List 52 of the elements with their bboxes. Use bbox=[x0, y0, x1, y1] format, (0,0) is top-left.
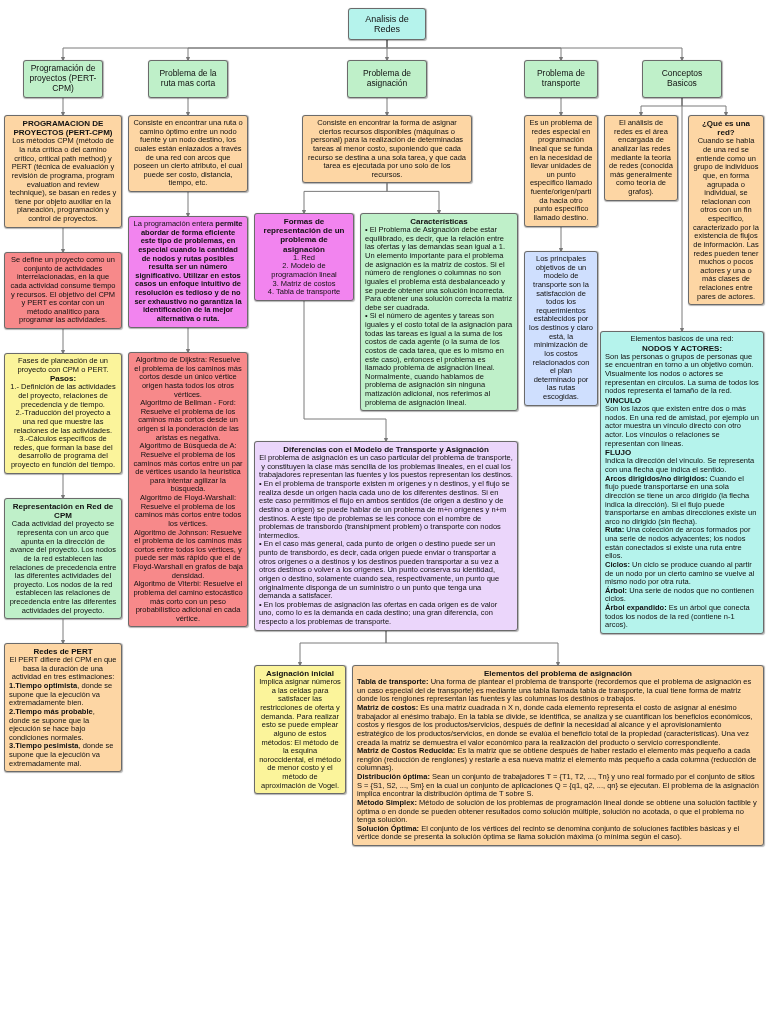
note-box bbox=[4, 498, 122, 620]
note-box bbox=[360, 213, 518, 412]
arrow bbox=[386, 182, 442, 214]
box-heading: Representación en Red de CPM bbox=[11, 502, 115, 521]
box-heading: Pasos: bbox=[48, 374, 78, 384]
box-heading: Asignación inicial bbox=[266, 669, 335, 678]
arrow bbox=[60, 618, 66, 644]
arrow bbox=[679, 97, 685, 332]
topic-box bbox=[348, 8, 426, 40]
note-box bbox=[4, 353, 122, 474]
box-heading: NODOS Y ACTORES: bbox=[640, 343, 724, 353]
arrow bbox=[185, 191, 191, 217]
box-text: Problema de la ruta mas corta bbox=[158, 69, 218, 89]
topic-box bbox=[148, 60, 228, 98]
box-heading: Formas de representación de un problema de asignación bbox=[262, 217, 346, 254]
arrow bbox=[303, 300, 389, 442]
note-box bbox=[254, 665, 346, 795]
box-heading: ¿Qué es una red? bbox=[701, 119, 751, 138]
box-text: Analisis de Redes bbox=[364, 13, 410, 35]
arrow bbox=[385, 630, 561, 666]
note-box bbox=[352, 665, 764, 847]
note-box bbox=[254, 213, 354, 301]
note-box bbox=[128, 352, 248, 628]
note-box bbox=[4, 115, 122, 228]
box-text: Problema de transporte bbox=[535, 69, 587, 89]
arrow bbox=[60, 473, 66, 499]
note-box bbox=[688, 115, 764, 306]
arrow bbox=[185, 327, 191, 353]
box-text: Conceptos Basicos bbox=[660, 69, 704, 89]
note-box bbox=[600, 331, 764, 634]
arrow bbox=[60, 328, 66, 354]
note-box bbox=[4, 643, 122, 773]
arrow bbox=[60, 227, 66, 253]
arrow bbox=[60, 97, 66, 116]
arrow bbox=[185, 97, 191, 116]
box-text: Problema de asignación bbox=[361, 69, 413, 89]
box-heading: Diferencias con el Modelo de Transporte y Asignación bbox=[282, 445, 490, 454]
topic-box bbox=[347, 60, 427, 98]
box-text: Programación de proyectos (PERT-CPM) bbox=[28, 64, 98, 94]
topic-box bbox=[524, 60, 598, 98]
box-heading: Elementos del problema de asignación bbox=[482, 669, 632, 678]
note-box bbox=[254, 441, 518, 631]
arrow bbox=[384, 97, 390, 116]
topic-box bbox=[642, 60, 722, 98]
box-heading: Redes de PERT bbox=[32, 647, 94, 657]
arrow bbox=[558, 226, 564, 252]
box-heading: PROGRAMACION DE PROYECTOS (PERT-CPM) bbox=[12, 119, 114, 138]
box-heading: VINCULO bbox=[605, 395, 642, 406]
box-heading: Características bbox=[409, 217, 469, 227]
arrow bbox=[386, 39, 685, 61]
arrow bbox=[558, 97, 564, 116]
box-heading: FLUJO bbox=[605, 448, 633, 458]
